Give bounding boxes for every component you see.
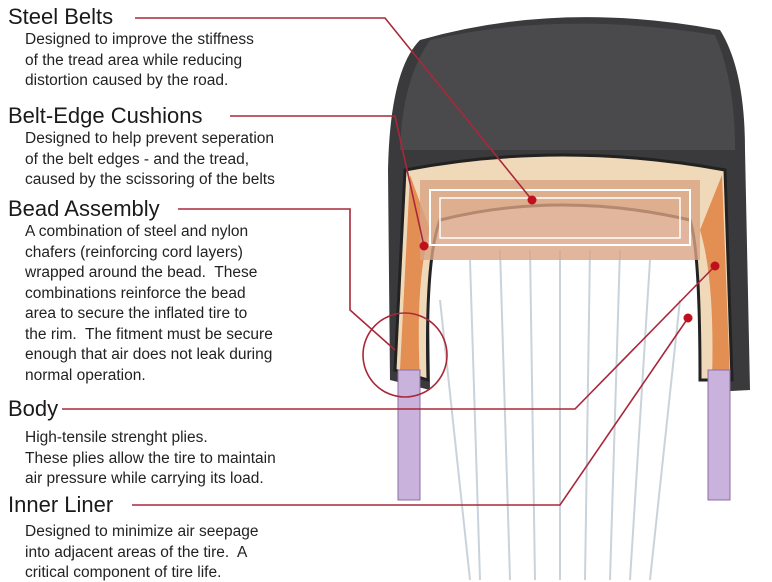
heading: Steel Belts bbox=[8, 4, 114, 29]
description: A combination of steel and nylon chafers… bbox=[25, 223, 273, 384]
section-belt-edge-cushions: Belt-Edge Cushions Designed to help prev… bbox=[8, 103, 275, 191]
leader-bead bbox=[178, 208, 396, 351]
section-steel-belts: Steel Belts Designed to improve the stif… bbox=[8, 4, 254, 92]
description: Designed to minimize air seepage into ad… bbox=[25, 523, 259, 581]
heading: Bead Assembly bbox=[8, 196, 160, 221]
heading: Inner Liner bbox=[8, 492, 114, 517]
description: Designed to improve the stiffness of the… bbox=[25, 31, 254, 89]
steel-belts bbox=[420, 180, 700, 260]
description: High-tensile strenght plies. These plies… bbox=[25, 429, 276, 487]
heading: Belt-Edge Cushions bbox=[8, 103, 203, 128]
leader-inner-liner bbox=[132, 317, 689, 506]
section-bead-assembly: Bead Assembly A combination of steel and… bbox=[8, 196, 273, 386]
leader-lines bbox=[62, 17, 716, 506]
leader-body bbox=[62, 265, 716, 410]
right-bead bbox=[707, 369, 731, 501]
heading: Body bbox=[8, 396, 59, 421]
bead-highlight-circle bbox=[362, 312, 448, 398]
leader-steel-belts bbox=[135, 17, 533, 201]
left-bead bbox=[397, 369, 421, 501]
section-body: Body High-tensile strenght plies. These … bbox=[8, 396, 276, 490]
section-inner-liner: Inner Liner Designed to minimize air see… bbox=[8, 492, 258, 582]
callout-dots bbox=[419, 195, 720, 323]
description: Designed to help prevent seperation of t… bbox=[25, 130, 275, 188]
leader-belt-edge bbox=[230, 115, 425, 247]
tread-grooves bbox=[439, 249, 681, 581]
